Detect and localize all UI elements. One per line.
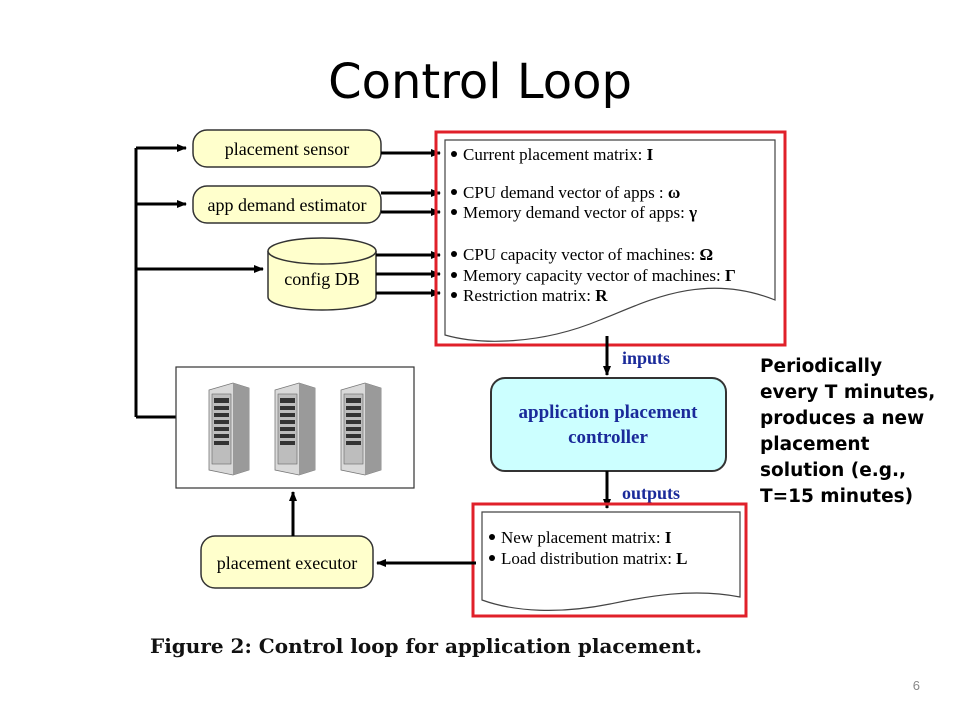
input-item: CPU capacity vector of machines: Ω xyxy=(463,245,713,264)
output-item: Load distribution matrix: L xyxy=(501,549,688,568)
demand-estimator-box: app demand estimator xyxy=(192,185,382,224)
feedback-line xyxy=(134,144,264,419)
output-item: New placement matrix: I xyxy=(501,528,672,547)
server-icon xyxy=(274,382,316,476)
note-line: every T minutes, xyxy=(760,382,936,403)
input-item: Memory capacity vector of machines: Γ xyxy=(463,266,736,285)
inputs-highlight-box xyxy=(434,130,787,347)
bullet-icon xyxy=(451,292,457,298)
bullet-icon xyxy=(451,251,457,257)
input-item: CPU demand vector of apps : ω xyxy=(463,183,680,202)
server-icon xyxy=(208,382,250,476)
note-line: produces a new xyxy=(760,408,925,429)
controller-label-line2: controller xyxy=(568,427,648,448)
demand-estimator-label: app demand estimator xyxy=(208,195,367,215)
inputs-label: inputs xyxy=(622,348,670,368)
input-item: Restriction matrix: R xyxy=(463,286,608,305)
bullet-icon xyxy=(451,209,457,215)
bullet-icon xyxy=(489,534,495,540)
placement-sensor-box: placement sensor xyxy=(192,129,382,168)
placement-controller-box: application placement controller xyxy=(490,377,727,472)
input-item: Memory demand vector of apps: γ xyxy=(463,203,697,222)
placement-sensor-label: placement sensor xyxy=(225,139,349,159)
bullet-icon xyxy=(451,272,457,278)
note-line: Periodically xyxy=(760,356,883,377)
page-number: 6 xyxy=(912,678,920,693)
periodic-note: Periodically every T minutes, produces a… xyxy=(760,354,956,510)
outputs-highlight-box xyxy=(471,502,748,618)
server-icon xyxy=(340,382,382,476)
placement-executor-label: placement executor xyxy=(217,553,357,573)
outputs-list: New placement matrix: I Load distributio… xyxy=(489,528,688,568)
outputs-document xyxy=(481,511,741,611)
note-line: solution (e.g., xyxy=(760,460,907,481)
slide-title: Control Loop xyxy=(328,54,632,110)
bullet-icon xyxy=(451,189,457,195)
figure-caption: Figure 2: Control loop for application p… xyxy=(150,634,702,658)
input-item: Current placement matrix: I xyxy=(463,145,654,164)
note-line: placement xyxy=(760,434,870,455)
input-arrows xyxy=(376,149,441,297)
placement-executor-box: placement executor xyxy=(200,535,374,589)
inputs-document xyxy=(444,139,776,342)
bullet-icon xyxy=(451,151,457,157)
note-line: T=15 minutes) xyxy=(760,486,914,507)
controller-label-line1: application placement xyxy=(519,402,699,423)
config-db-label: config DB xyxy=(284,269,360,289)
outputs-label: outputs xyxy=(622,483,680,503)
bullet-icon xyxy=(489,555,495,561)
inputs-list: Current placement matrix: I CPU demand v… xyxy=(451,145,736,305)
config-db-cylinder: config DB xyxy=(267,237,377,311)
server-cluster xyxy=(175,366,415,489)
